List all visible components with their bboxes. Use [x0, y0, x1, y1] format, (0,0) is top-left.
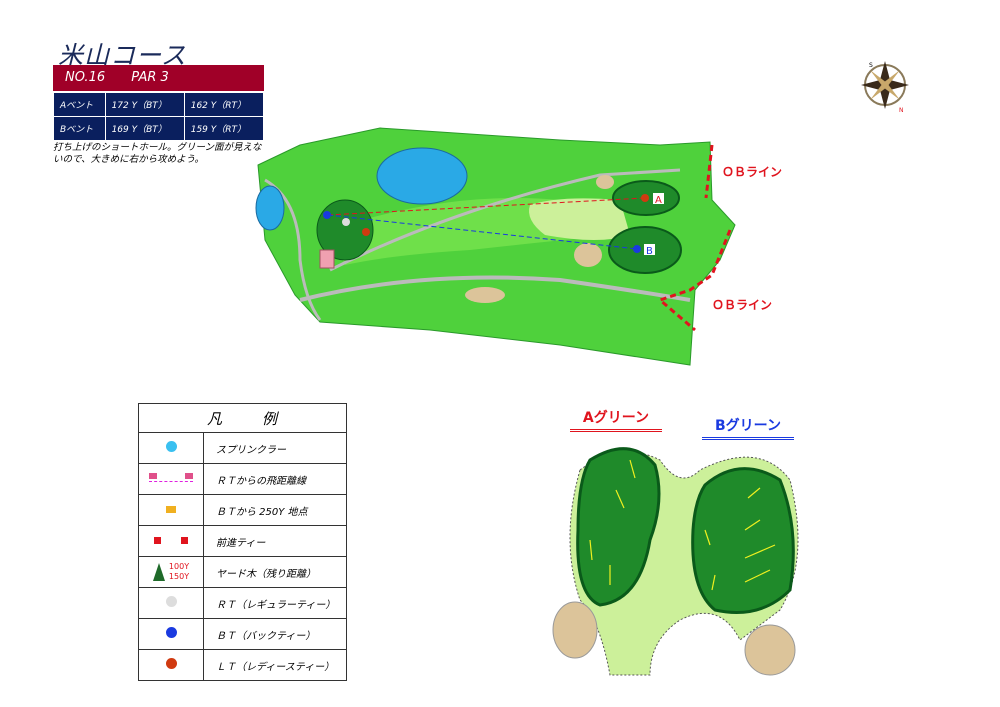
- hole-description: 打ち上げのショートホール。グリーン面が見えないので、大きめに右から攻めよう。: [53, 142, 262, 165]
- forward-tee-icon: [181, 536, 188, 544]
- legend-label: ＲＴからの飛距離線: [203, 463, 347, 495]
- ob-line: [704, 144, 714, 199]
- legend-label: ＢＴから 250Y 地点: [203, 494, 347, 526]
- legend-item: ＲＴからの飛距離線: [138, 463, 347, 495]
- legend-item: ＲＴ（レギュラーティー）: [138, 587, 347, 619]
- slope-arrows: [589, 459, 776, 591]
- green-a-detail: [576, 447, 661, 607]
- bt-yardage: 169 Y（BT）: [104, 116, 185, 141]
- legend-label: ヤード木（残り距離）: [203, 556, 347, 588]
- legend-item: ＢＴ（バックティー）: [138, 618, 347, 650]
- legend-title: 凡例: [138, 403, 347, 433]
- tee-name: Bベント: [53, 116, 106, 141]
- distance-line-a: [327, 197, 646, 216]
- bunker: [574, 243, 602, 267]
- fairway-front: [529, 198, 630, 240]
- legend-label: スプリンクラー: [203, 432, 347, 464]
- tee-house: [319, 249, 335, 269]
- ob-line: [657, 229, 732, 332]
- legend-item: 前進ティー: [138, 525, 347, 557]
- legend-label: 前進ティー: [203, 525, 347, 557]
- bt-yardage: 172 Y（BT）: [104, 92, 185, 117]
- ob-label: ＯＢライン: [722, 165, 783, 179]
- legend: 凡例 スプリンクラー ＲＴからの飛距離線 ＢＴから 250Y 地点 前進ティー …: [138, 403, 347, 681]
- tree-icon: [152, 563, 165, 581]
- regular-tee-icon: [342, 218, 350, 226]
- legend-label: ＲＴ（レギュラーティー）: [203, 587, 347, 619]
- ladies-tee-icon: [362, 228, 370, 236]
- flag-line-icon: [149, 472, 193, 482]
- green-b-mark: B: [646, 246, 653, 257]
- back-tee-icon: [323, 211, 331, 219]
- bunker: [744, 624, 796, 676]
- bunker: [552, 601, 598, 659]
- pond: [376, 147, 468, 205]
- legend-item: スプリンクラー: [138, 432, 347, 464]
- compass-n: N: [899, 107, 904, 114]
- rt-yardage: 162 Y（RT）: [183, 92, 265, 117]
- ob-label: ＯＢライン: [712, 298, 773, 312]
- pin-a-icon: [641, 194, 649, 202]
- compass-icon: S N: [861, 61, 909, 114]
- pond: [255, 185, 285, 231]
- green-b-label: Bグリーン: [702, 415, 794, 440]
- distance-line-b: [327, 214, 638, 250]
- legend-label: ＢＴ（バックティー）: [203, 618, 347, 650]
- blue-ball-icon: [165, 627, 177, 638]
- tree-yard: 100Y: [168, 562, 190, 571]
- tee-name: Aベント: [53, 92, 106, 117]
- hole-par: PAR 3: [131, 70, 169, 85]
- cart-path: [329, 168, 681, 272]
- red-ball-icon: [165, 658, 177, 669]
- bunker: [465, 287, 505, 303]
- cart-path: [299, 275, 691, 302]
- yellow-flag-icon: [166, 505, 176, 513]
- green-b-detail: [691, 467, 795, 614]
- forward-tee-icon: [154, 536, 161, 544]
- legend-item: ＬＴ（レディースティー）: [138, 649, 347, 681]
- compass-s: S: [869, 62, 873, 69]
- legend-label: ＬＴ（レディースティー）: [203, 649, 347, 681]
- white-ball-icon: [165, 596, 177, 607]
- tree-yard: 150Y: [168, 572, 190, 581]
- pin-b-icon: [633, 245, 641, 253]
- hole-header: NO.16 PAR 3: [53, 65, 264, 91]
- green-a-mark: A: [655, 195, 662, 206]
- green-a-label: Aグリーン: [570, 407, 662, 432]
- cart-path: [264, 178, 322, 321]
- hole-number: NO.16: [65, 70, 106, 85]
- bunker: [596, 175, 614, 189]
- sprinkler-icon: [165, 441, 177, 452]
- legend-item: ＢＴから 250Y 地点: [138, 494, 347, 526]
- rt-yardage: 159 Y（RT）: [183, 116, 265, 141]
